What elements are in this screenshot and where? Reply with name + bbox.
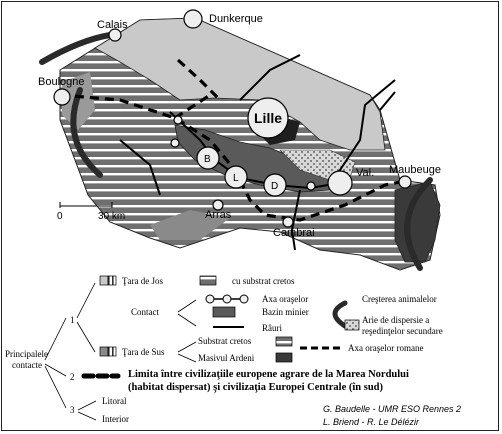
legend-interior: Interior: [102, 414, 129, 424]
legend-bazin-minier: Bazin minier: [262, 307, 309, 317]
legend-arie-2: reşedinţelor secundare: [362, 326, 443, 336]
label-calais: Calais: [97, 19, 128, 31]
city-labels: Dunkerque Calais Boulogne Lille B L D Va…: [38, 13, 441, 239]
label-l: L: [233, 173, 239, 184]
label-b: B: [204, 154, 211, 165]
legend: Ţara de Jos cu substrat cretos 1 Contact…: [5, 275, 443, 424]
city-markers: [53, 9, 412, 228]
marker-val: [327, 170, 353, 196]
credit-line-1: G. Baudelle - UMR ESO Rennes 2: [323, 404, 461, 414]
label-cambrai: Cambrai: [273, 227, 315, 239]
swatch-tara-de-sus: [99, 346, 109, 357]
marker-cambrai: [282, 216, 294, 228]
swatch-masivul: [275, 352, 293, 363]
legend-axa-romane: Axa oraşelor romane: [348, 343, 423, 353]
credit-line-2: L. Briend - R. Le Délézir: [323, 417, 420, 427]
map-regions: [59, 17, 441, 271]
legend-cu-substrat: cu substrat cretos: [232, 276, 295, 286]
swatch-axa-oraselor: [222, 294, 232, 304]
river-4: [290, 189, 301, 251]
swatch-bazin-minier: [212, 306, 236, 318]
credits: G. Baudelle - UMR ESO Rennes 2 L. Briend…: [323, 404, 461, 427]
marker-arras: [212, 199, 224, 211]
roman-axis-line-3: [174, 93, 211, 120]
label-arras: Arras: [205, 209, 232, 221]
swatch-cu-substrat: [199, 275, 217, 286]
scale-bar: 0 30 km: [57, 202, 125, 222]
label-d: D: [271, 181, 278, 192]
legend-num-2: 2: [70, 372, 75, 382]
livestock-arc-north: [39, 32, 113, 65]
marker-calais: [108, 28, 122, 42]
legend-tara-de-sus: Ţara de Sus: [122, 347, 165, 357]
roman-axis-line-1: [59, 93, 411, 222]
roman-axis-line-2: [176, 58, 222, 102]
scale-zero: 0: [57, 211, 63, 222]
marker-l: [224, 165, 248, 189]
river-2: [239, 54, 301, 101]
marker-b: [196, 146, 220, 170]
marker-lille: [247, 97, 289, 139]
marker-boulogne: [53, 88, 71, 106]
region-tara-de-jos: [94, 17, 386, 151]
livestock-arc-east: [404, 177, 433, 271]
swatch-tara-de-jos: [99, 275, 109, 286]
legend-substrat-cretos: Substrat cretos: [198, 336, 252, 346]
marker-d: [263, 173, 287, 197]
river-5: [379, 91, 396, 111]
legend-num-1: 1: [70, 315, 75, 325]
swatch-arie: [344, 319, 360, 331]
rivers: [119, 54, 396, 251]
legend-limita-2: (habitat dispersat) şi civilizaţia Europ…: [128, 382, 384, 393]
legend-rauri: Râuri: [262, 323, 282, 333]
region-interior-pocket: [150, 210, 230, 240]
label-boulogne: Boulogne: [38, 76, 85, 88]
legend-contact: Contact: [131, 307, 159, 317]
swatch-crestere: [332, 300, 348, 329]
legend-masivul: Masivul Ardeni: [198, 353, 255, 363]
legend-num-3: 3: [70, 405, 75, 415]
river-1: [119, 139, 161, 196]
legend-arie-1: Arie de dispersie a: [362, 315, 429, 325]
swatch-substrat-cretos: [275, 336, 293, 347]
legend-tara-de-jos: Ţara de Jos: [122, 276, 163, 286]
legend-limita-1: Limita între civilizaţiile europene agra…: [128, 369, 409, 380]
livestock-arc-west: [70, 87, 103, 178]
marker-small-1: [173, 115, 183, 125]
marker-maubeuge: [398, 175, 412, 189]
marker-dunkerque: [183, 9, 203, 29]
legend-axa-oraselor: Axa oraşelor: [262, 294, 308, 304]
legend-principalele-2: contacte: [12, 360, 42, 370]
marker-small-2: [170, 138, 180, 148]
legend-principalele-1: Principalele: [5, 349, 48, 359]
scale-distance: 30 km: [98, 211, 125, 222]
marker-small-3: [306, 181, 316, 191]
label-lille: Lille: [254, 110, 282, 126]
roman-axis: [59, 58, 411, 222]
livestock-arcs: [39, 32, 433, 271]
label-dunkerque: Dunkerque: [209, 13, 263, 25]
river-3: [329, 79, 396, 186]
legend-litoral: Litoral: [102, 396, 127, 406]
label-maubeuge: Maubeuge: [389, 164, 441, 176]
label-val: Val.: [356, 167, 374, 179]
legend-crestere: Creşterea animalelor: [362, 294, 437, 304]
